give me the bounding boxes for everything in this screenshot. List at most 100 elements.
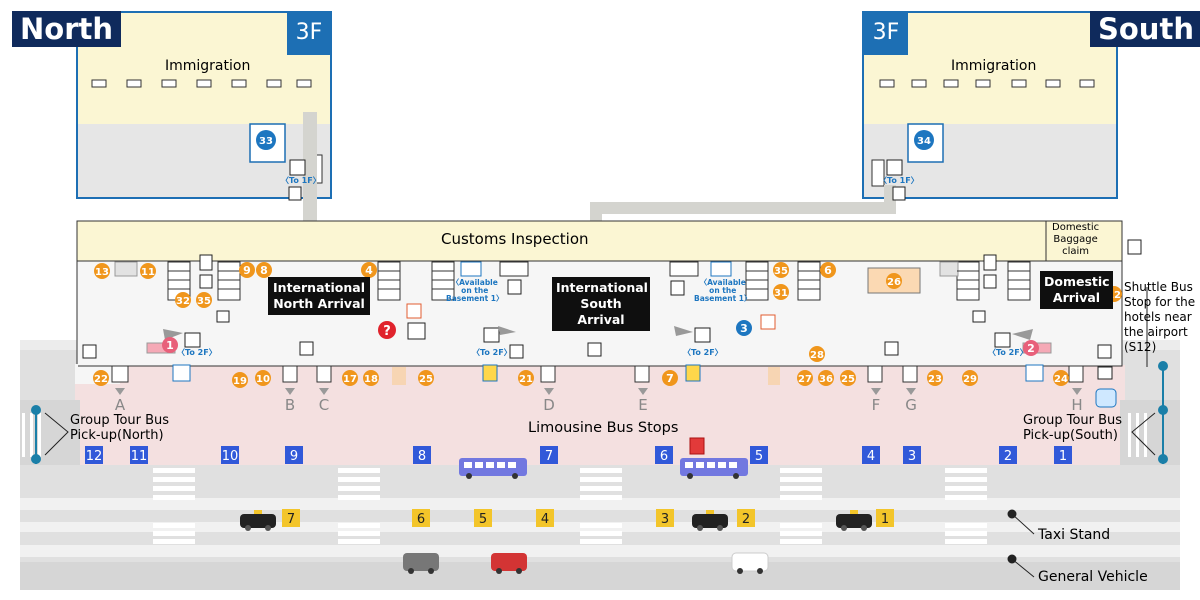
exit-A: A — [115, 396, 126, 414]
facility-marker-33: 33 — [256, 130, 276, 150]
exit-F: F — [872, 396, 881, 414]
svg-text:10: 10 — [222, 449, 239, 464]
customs-strip — [76, 220, 1123, 262]
svg-text:36: 36 — [819, 374, 833, 385]
car-icon — [731, 552, 769, 574]
stairs — [168, 270, 1030, 290]
svg-text:11: 11 — [131, 449, 148, 464]
svg-text:4: 4 — [867, 449, 875, 464]
svg-text:2: 2 — [1004, 449, 1012, 464]
buses — [459, 437, 748, 479]
taxi-icon — [836, 510, 872, 531]
svg-text:2: 2 — [742, 512, 750, 527]
facility-marker-31: 31 — [773, 284, 789, 300]
svg-text:17: 17 — [343, 374, 357, 385]
exit-C: C — [319, 396, 329, 414]
exit-E: E — [638, 396, 647, 414]
svg-text:3: 3 — [661, 512, 669, 527]
svg-text:6: 6 — [660, 449, 668, 464]
car-icon — [403, 553, 439, 574]
svg-text:18: 18 — [364, 374, 378, 385]
facility-marker-35: 35 — [196, 292, 212, 308]
facility-marker-6: 6 — [820, 262, 836, 278]
facility-marker-25: 25 — [840, 370, 856, 386]
svg-text:4: 4 — [541, 512, 549, 527]
bus-stop-11: 11 — [130, 446, 148, 464]
svg-text:29: 29 — [963, 374, 977, 385]
facility-marker-21: 21 — [518, 370, 534, 386]
tour-bus-posts — [31, 287, 1168, 464]
svg-text:35: 35 — [197, 296, 211, 307]
svg-text:9: 9 — [243, 264, 251, 277]
bus-stop-10: 10 — [221, 446, 239, 464]
bus-stop-1: 1 — [1054, 446, 1072, 464]
bus-stop-7: 7 — [540, 446, 558, 464]
facility-marker-13: 13 — [94, 263, 110, 279]
svg-text:35: 35 — [774, 266, 788, 277]
svg-text:25: 25 — [419, 374, 433, 385]
svg-text:7: 7 — [545, 449, 553, 464]
customs-inspection: Customs Inspection — [441, 230, 589, 248]
facility-marker-22: 22 — [93, 370, 109, 386]
car-icon — [491, 553, 527, 574]
svg-text:28: 28 — [810, 350, 824, 361]
facility-marker-28: 28 — [809, 346, 825, 362]
svg-text:5: 5 — [755, 449, 763, 464]
svg-text:13: 13 — [95, 267, 109, 278]
svg-text:22: 22 — [94, 374, 108, 385]
facility-marker-34: 34 — [914, 130, 934, 150]
svg-text:32: 32 — [176, 296, 190, 307]
to-2f-4: 〈To 2F〉 — [988, 348, 1028, 357]
svg-text:21: 21 — [519, 374, 533, 385]
taxi-stop-1: 1 — [876, 509, 894, 527]
svg-text:4: 4 — [365, 264, 373, 277]
svg-text:25: 25 — [841, 374, 855, 385]
taxi-stop-7: 7 — [282, 509, 300, 527]
south-floor-label: 3F — [864, 11, 908, 55]
facility-marker-7: 7 — [662, 370, 678, 386]
facility-marker-9: 9 — [239, 262, 255, 278]
facility-marker-25: 25 — [418, 370, 434, 386]
bus-stop-12: 12 — [85, 446, 103, 464]
svg-text:33: 33 — [259, 136, 273, 147]
svg-text:3: 3 — [908, 449, 916, 464]
facility-marker-1: 1 — [162, 337, 178, 353]
south-label: South — [1090, 11, 1200, 47]
limousine-bus-stops: Limousine Bus Stops — [528, 420, 679, 436]
bus-stop-3: 3 — [903, 446, 921, 464]
svg-text:11: 11 — [141, 267, 155, 278]
svg-text:8: 8 — [260, 264, 268, 277]
svg-text:24: 24 — [1054, 374, 1068, 385]
facility-marker-8: 8 — [256, 262, 272, 278]
bus-stop-2: 2 — [999, 446, 1017, 464]
bus-stop-9: 9 — [285, 446, 303, 464]
to-2f-3: 〈To 2F〉 — [683, 348, 723, 357]
roads — [20, 340, 1180, 590]
bus-stop-squares: 12 11 10 9 8 7 6 5 4 3 2 1 — [85, 446, 1072, 464]
svg-text:8: 8 — [418, 449, 426, 464]
exit-H: H — [1071, 396, 1082, 414]
bus-icon — [680, 458, 748, 479]
bus-icon — [459, 458, 527, 479]
to-1f-south: 〈To 1F〉 — [879, 176, 919, 185]
exit-arrows — [115, 388, 1082, 395]
svg-text:34: 34 — [917, 136, 931, 147]
taxi-stop-5: 5 — [474, 509, 492, 527]
facility-marker-18: 18 — [363, 370, 379, 386]
general-vehicle-label: General Vehicle — [1038, 569, 1148, 585]
svg-text:5: 5 — [479, 512, 487, 527]
information-icon: ? — [378, 321, 396, 339]
svg-text:27: 27 — [798, 374, 812, 385]
taxi-stop-3: 3 — [656, 509, 674, 527]
to-2f-2: 〈To 2F〉 — [472, 348, 512, 357]
facility-marker-35: 35 — [773, 262, 789, 278]
